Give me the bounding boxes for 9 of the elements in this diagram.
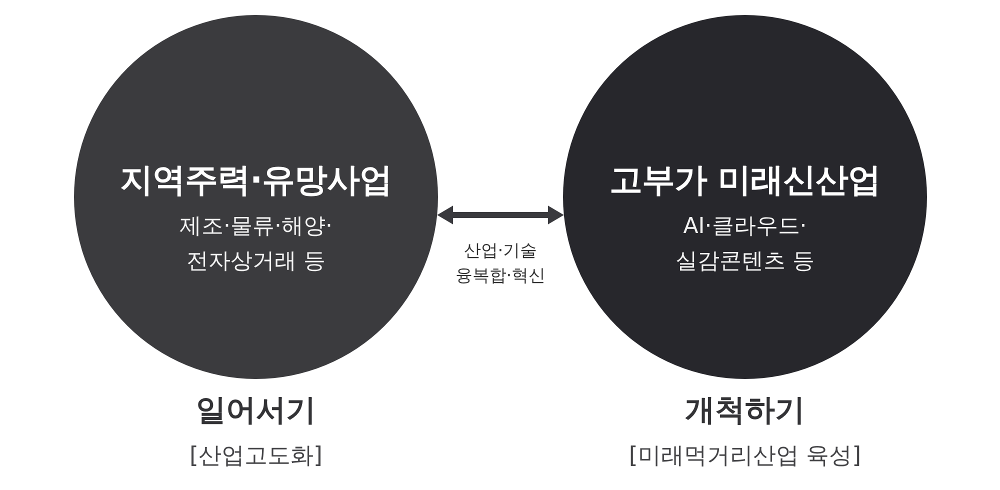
caption-title: 개척하기 — [685, 392, 805, 430]
caption-title: 일어서기 — [196, 392, 316, 430]
circle-heading: 고부가 미래신산업 — [610, 160, 880, 200]
circle-heading: 지역주력·유망사업 — [120, 160, 392, 200]
caption-subtitle: [미래먹거리산업 육성] — [628, 442, 862, 471]
circle-description: 제조·물류·해양· 전자상거래 등 — [178, 213, 334, 276]
double-arrow — [437, 206, 564, 224]
caption-subtitle: [산업고도화] — [190, 442, 322, 471]
circle-description: AI·클라우드· 실감콘텐츠 등 — [674, 213, 816, 276]
